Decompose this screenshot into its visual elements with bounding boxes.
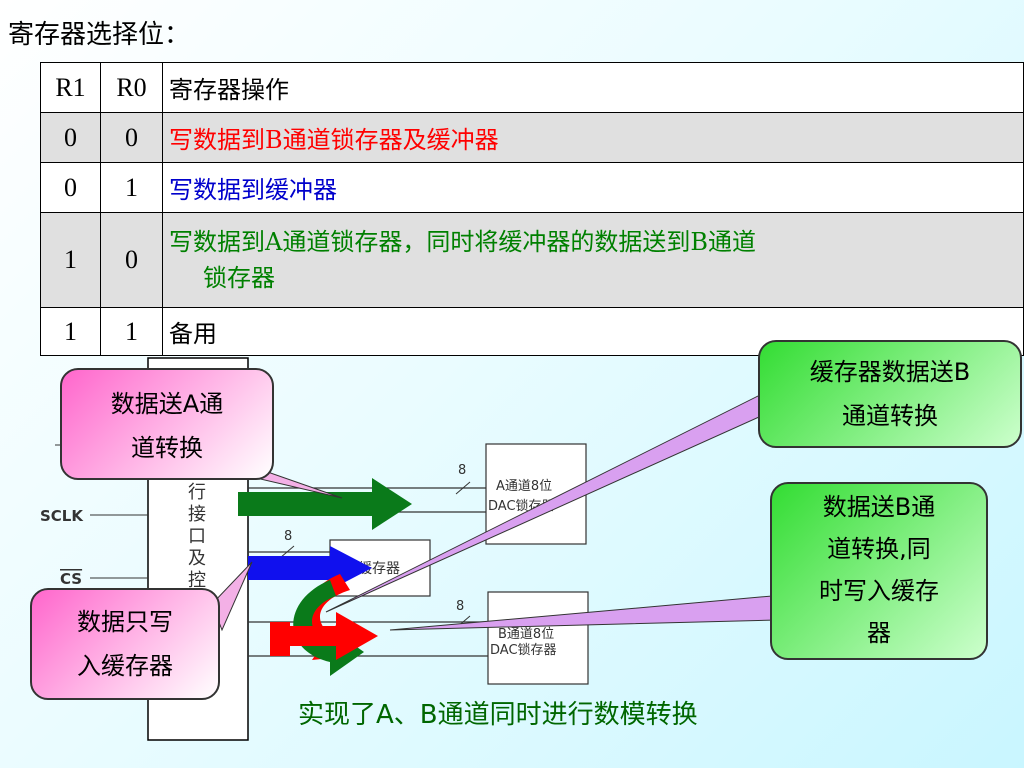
header-r0: R0 [100, 62, 163, 113]
table-row: 1 0 写数据到A通道锁存器，同时将缓冲器的数据送到B通道 锁存器 [40, 212, 1024, 308]
callout-write-buffer: 数据只写 入缓存器 [30, 588, 220, 700]
callout-line: 道转换 [131, 434, 203, 462]
bus-width-buffer: 8 [284, 529, 292, 544]
operation-line-1: 写数据到A通道锁存器，同时将缓冲器的数据送到B通道 [169, 228, 756, 256]
callout-line: 数据送A通 [110, 390, 224, 418]
arrow-to-b [270, 612, 378, 660]
table-row: 0 1 写数据到缓冲器 [40, 162, 1024, 213]
interface-char: 行 [188, 482, 206, 502]
interface-char: 口 [188, 526, 206, 546]
callout-line: 数据送B通 [822, 493, 936, 521]
callout-line: 缓存器数据送B [809, 358, 971, 386]
cell-r1: 0 [40, 162, 101, 213]
table-row: 1 1 备用 [40, 307, 1024, 356]
callout-send-b: 数据送B通 道转换,同 时写入缓存 器 [770, 482, 988, 660]
sclk-label: SCLK [40, 507, 84, 525]
interface-char: 及 [188, 548, 206, 568]
dac-a-line1: A通道8位 [496, 479, 552, 494]
callout-line: 通道转换 [842, 402, 938, 430]
arrow-to-b-tail [270, 622, 290, 656]
cell-operation: 写数据到缓冲器 [162, 162, 1024, 213]
operation-line-2: 锁存器 [203, 264, 275, 292]
bus-width-a: 8 [458, 463, 466, 478]
arrow-to-a [238, 478, 412, 530]
cell-r0: 0 [100, 212, 163, 308]
buffer-label: 缓存器 [358, 561, 400, 577]
cell-r0: 1 [100, 162, 163, 213]
bus-width-b: 8 [456, 599, 464, 614]
callout-line: 数据只写 [77, 608, 173, 636]
cell-r1: 1 [40, 307, 101, 356]
callout-line: 器 [867, 619, 891, 647]
interface-text: 行 接 口 及 控 [188, 482, 206, 590]
table-row: 0 0 写数据到B通道锁存器及缓冲器 [40, 112, 1024, 163]
callout-send-a: 数据送A通 道转换 [60, 368, 274, 480]
dac-b-block [487, 591, 589, 685]
cell-r0: 1 [100, 307, 163, 356]
cell-r0: 0 [100, 112, 163, 163]
cell-r1: 0 [40, 112, 101, 163]
table-header-row: R1 R0 寄存器操作 [40, 62, 1024, 113]
register-table: R1 R0 寄存器操作 0 0 写数据到B通道锁存器及缓冲器 0 1 写数据到缓… [40, 62, 1024, 356]
cs-label: CS [60, 570, 82, 588]
interface-char: 控 [188, 570, 206, 590]
cell-operation: 写数据到A通道锁存器，同时将缓冲器的数据送到B通道 锁存器 [162, 212, 1024, 308]
cell-operation: 写数据到B通道锁存器及缓冲器 [162, 112, 1024, 163]
page-title: 寄存器选择位： [8, 20, 191, 50]
header-operation: 寄存器操作 [162, 62, 1024, 113]
cell-r1: 1 [40, 212, 101, 308]
interface-char: 接 [188, 504, 206, 524]
callout-buffer-to-b: 缓存器数据送B 通道转换 [758, 340, 1022, 448]
dac-b-line2: DAC锁存器 [490, 642, 557, 658]
dac-b-line1: B通道8位 [498, 627, 554, 642]
header-r1: R1 [40, 62, 101, 113]
callout-line: 入缓存器 [77, 652, 173, 680]
bus-slash [455, 481, 471, 495]
callout-line: 道转换,同 [827, 535, 931, 563]
caption: 实现了A、B通道同时进行数模转换 [298, 700, 698, 730]
callout-line: 时写入缓存 [819, 577, 939, 605]
